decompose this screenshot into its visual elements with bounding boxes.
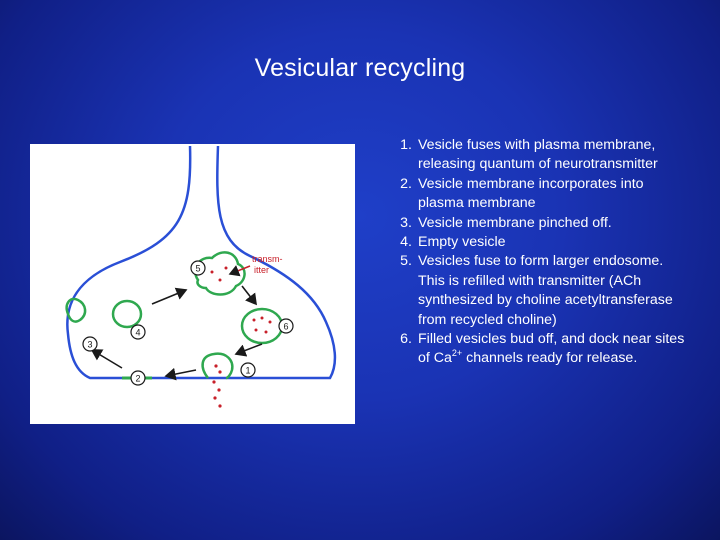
step-text: Filled vesicles bud off, and dock near s… (418, 330, 686, 369)
step-item-6: 6. Filled vesicles bud off, and dock nea… (386, 330, 686, 369)
filled-vesicle (240, 307, 284, 345)
step-text-part: Filled vesicles bud off, and dock near s… (418, 331, 685, 367)
step-number: 3. (400, 214, 412, 231)
empty-vesicle (111, 299, 143, 329)
arrow-2-to-3 (90, 349, 123, 369)
synapse-diagram: transm- itter 1 2 3 4 5 (30, 144, 355, 424)
step-text: Vesicle fuses with plasma membrane, rele… (418, 137, 658, 173)
slide-title: Vesicular recycling (254, 54, 466, 82)
step-item-1: 1. Vesicle fuses with plasma membrane, r… (386, 136, 686, 175)
arrow-4-to-5 (151, 287, 188, 305)
svg-text:2: 2 (135, 374, 140, 384)
vesicle-fusing (201, 352, 234, 408)
step-number: 5. (400, 253, 412, 270)
vesicle-pinching (65, 297, 87, 323)
transmitter-label-line2: itter (254, 265, 269, 275)
step-number: 6. (400, 331, 412, 348)
step-marker-2: 2 (130, 370, 146, 386)
step-item-5: 5. Vesicles fuse to form larger endosome… (386, 252, 686, 330)
transmitter-pointer-arrow (228, 265, 251, 277)
svg-text:4: 4 (135, 328, 140, 338)
step-text: Vesicle membrane incorporates into plasm… (418, 175, 644, 212)
svg-text:6: 6 (283, 322, 288, 332)
steps-list: 1. Vesicle fuses with plasma membrane, r… (386, 136, 686, 369)
step-number: 2. (400, 175, 412, 192)
arrow-1-to-2 (164, 367, 197, 381)
svg-text:1: 1 (245, 366, 250, 376)
step-text: Empty vesicle (418, 234, 506, 251)
step-item-4: 4. Empty vesicle (386, 233, 686, 252)
step-text-part: channels ready for release. (462, 350, 638, 367)
plasma-membrane (66, 145, 337, 380)
step-number: 1. (400, 137, 412, 153)
step-marker-4: 4 (130, 324, 146, 340)
calcium-charge-superscript: 2+ (451, 348, 463, 359)
endosome (193, 251, 246, 296)
svg-text:5: 5 (195, 264, 200, 274)
arrow-5-to-6 (241, 285, 257, 306)
step-marker-6: 6 (278, 318, 294, 334)
step-marker-1: 1 (240, 362, 256, 378)
svg-text:3: 3 (87, 340, 92, 350)
step-marker-3: 3 (82, 336, 98, 352)
step-number: 4. (400, 234, 412, 251)
step-marker-5: 5 (190, 260, 206, 276)
step-item-2: 2. Vesicle membrane incorporates into pl… (386, 175, 686, 214)
arrow-6-to-1 (234, 343, 263, 357)
step-text: Vesicles fuse to form larger endosome. T… (418, 253, 673, 328)
transmitter-label-line1: transm- (252, 254, 283, 264)
step-text: Vesicle membrane pinched off. (418, 214, 612, 231)
step-item-3: 3. Vesicle membrane pinched off. (386, 214, 686, 233)
